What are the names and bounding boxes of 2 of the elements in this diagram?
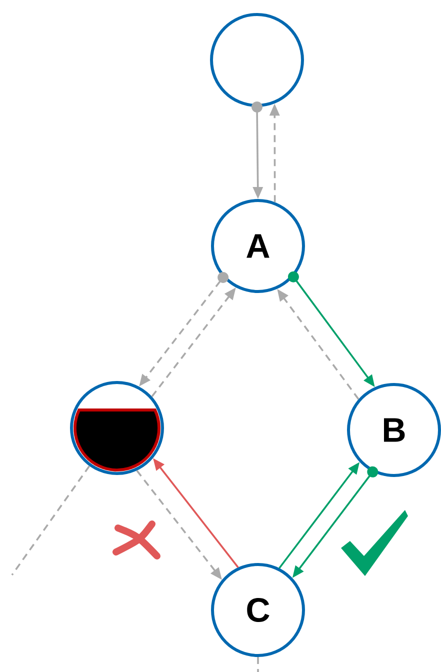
empty-circle — [210, 13, 304, 107]
half-filled-circle — [70, 381, 164, 475]
